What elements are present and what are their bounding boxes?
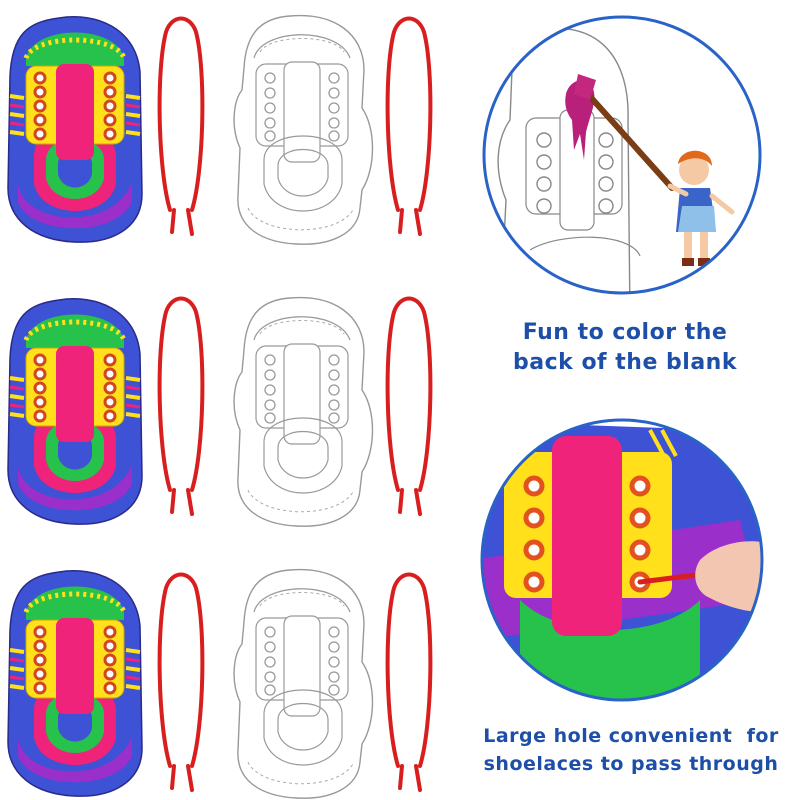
- shoelace-2: [157, 296, 205, 516]
- shoelace-4: [385, 16, 433, 236]
- colored-shoe-1: [8, 17, 142, 242]
- shoelace-5: [385, 296, 433, 516]
- coloring-detail-circle: [482, 15, 762, 295]
- caption-large-hole-line1: Large hole convenient for: [483, 725, 779, 747]
- blank-shoe-1: [233, 14, 374, 245]
- caption-color-back-line2: back of the blank: [513, 350, 737, 375]
- colored-shoe-3: [8, 571, 142, 796]
- blank-shoe-2: [233, 296, 374, 527]
- shoelace-1: [157, 16, 205, 236]
- shoelace-6: [385, 572, 433, 792]
- blank-shoe-3: [233, 568, 374, 799]
- caption-large-hole: Large hole convenient for shoelaces to p…: [472, 722, 790, 778]
- caption-color-back-line1: Fun to color the: [522, 320, 728, 345]
- caption-large-hole-line2: shoelaces to pass through: [483, 753, 779, 775]
- colored-shoe-2: [8, 299, 142, 524]
- child-painter-figure: [667, 150, 735, 266]
- caption-color-back: Fun to color the back of the blank: [505, 318, 745, 378]
- large-hole-detail-circle: [480, 418, 764, 702]
- shoelace-3: [157, 572, 205, 792]
